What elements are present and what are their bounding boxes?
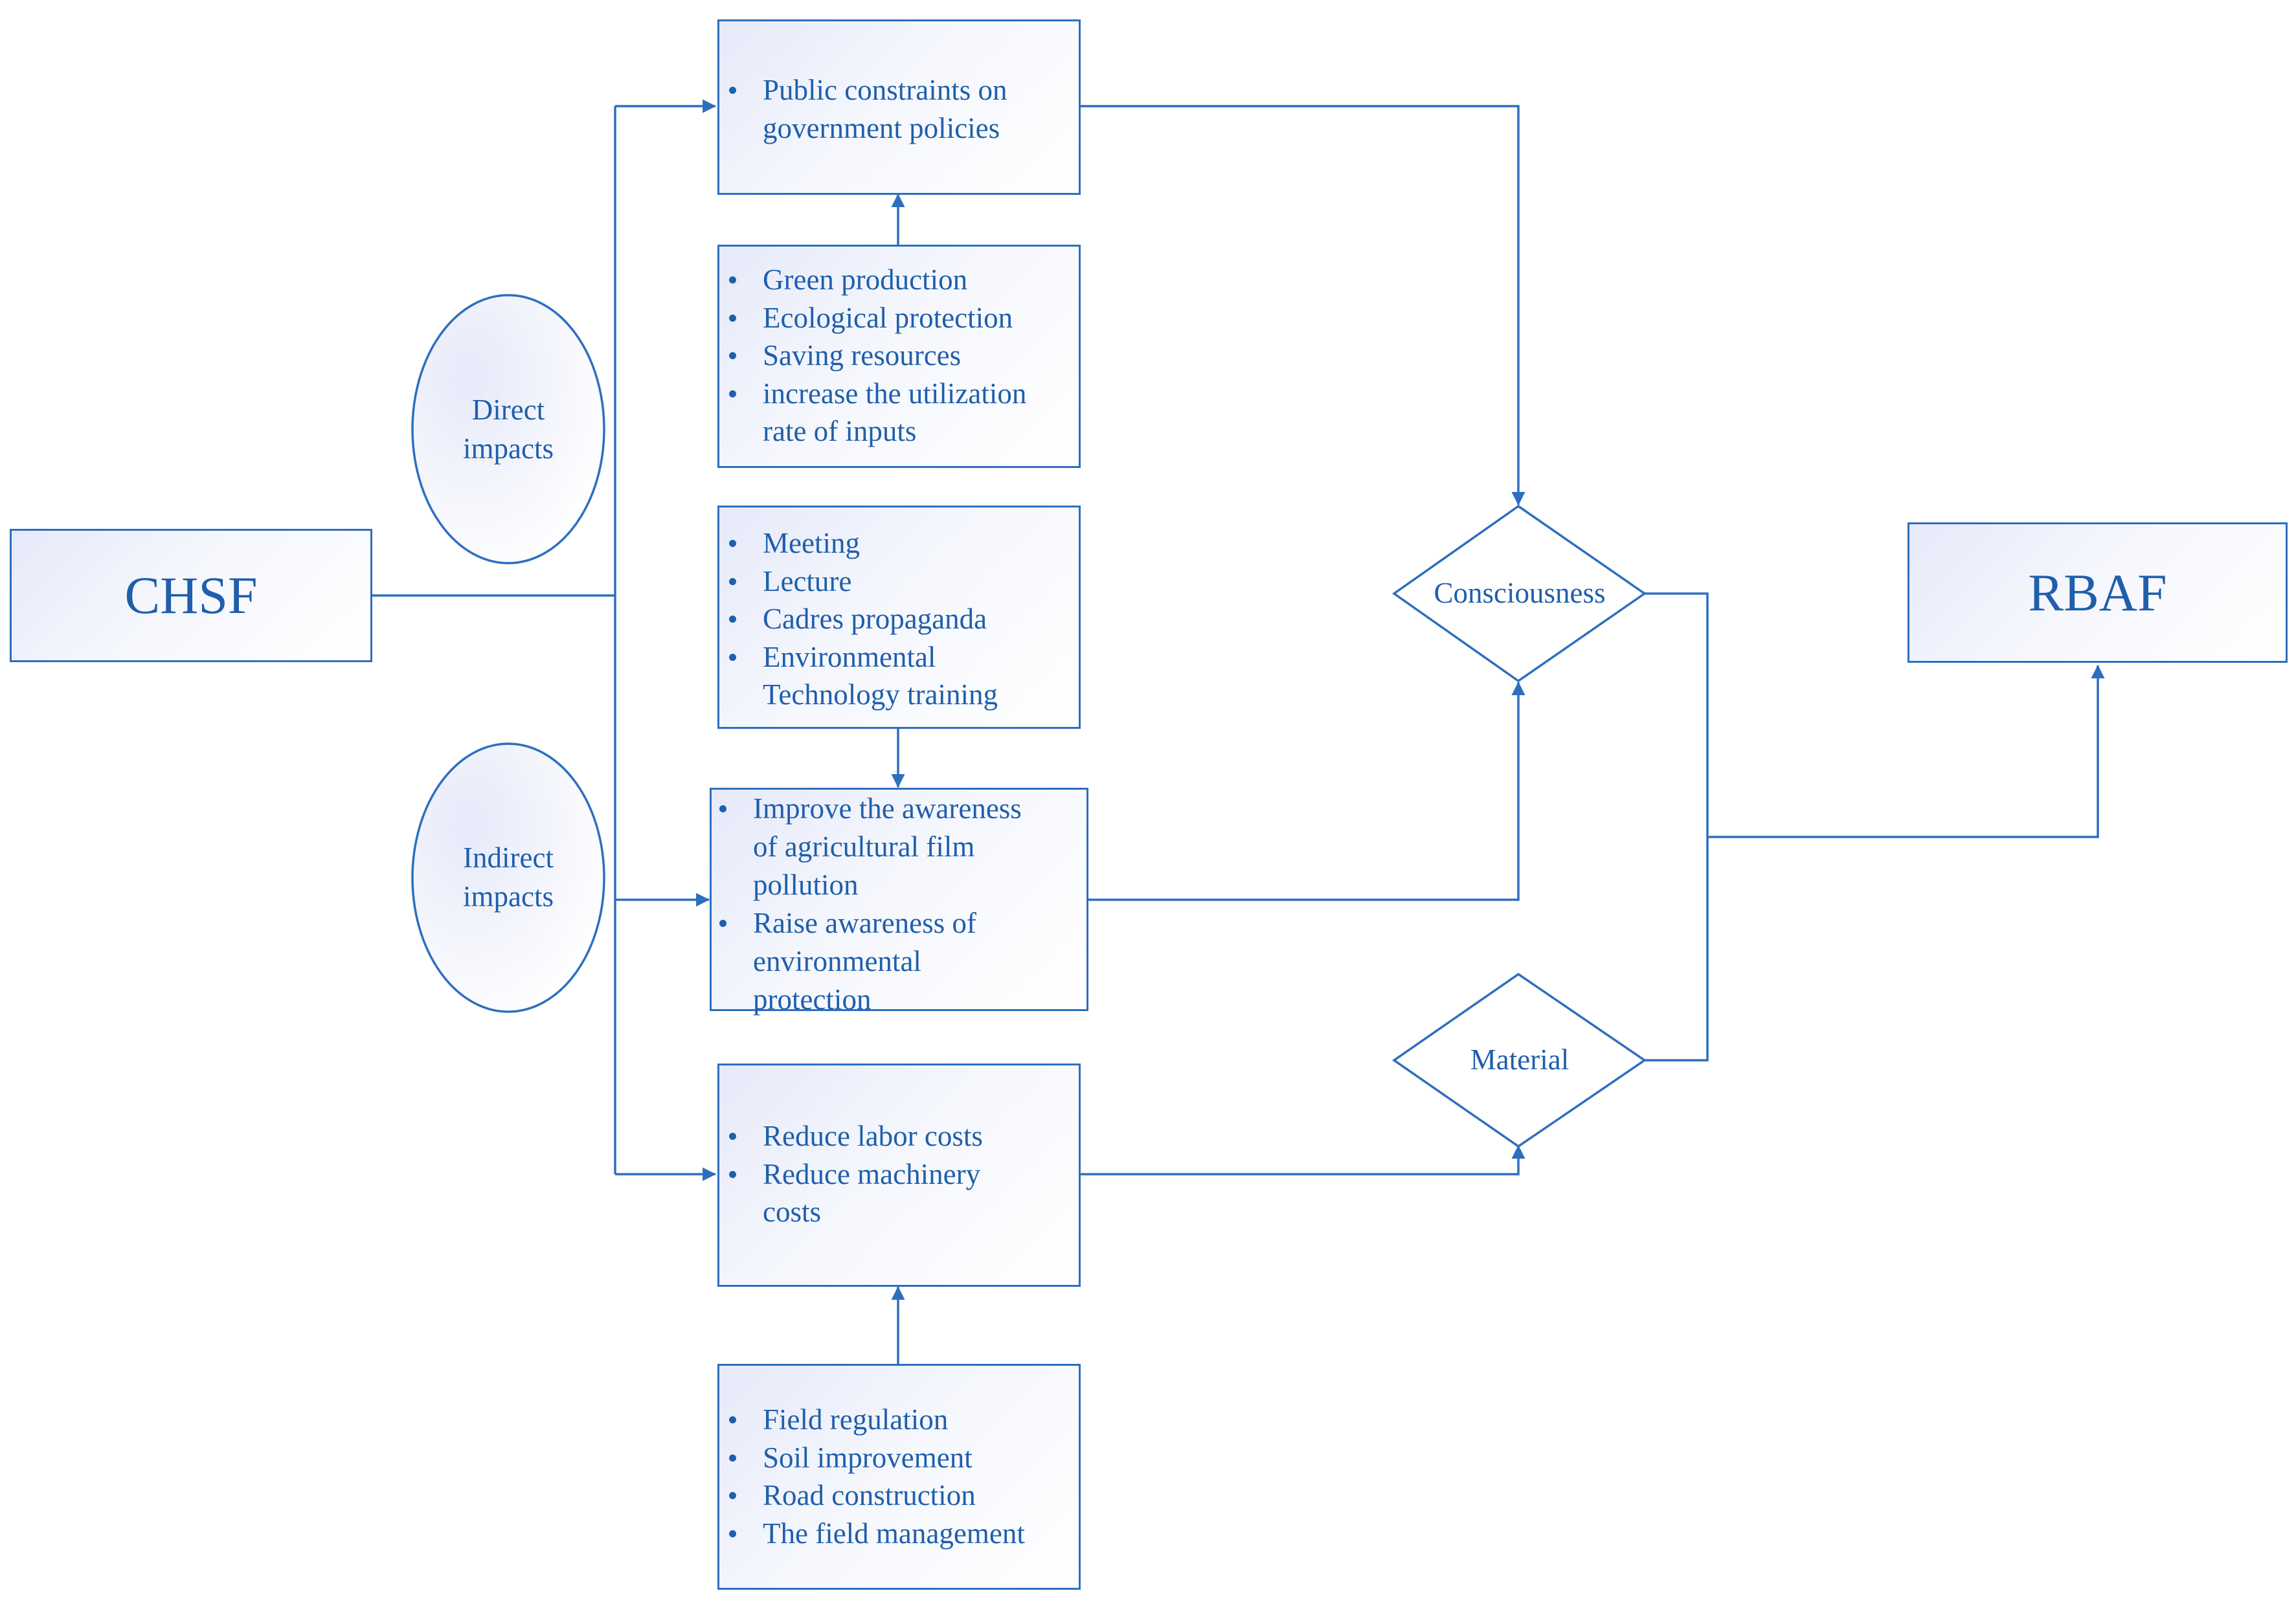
connector-to-rbaf (1707, 664, 2105, 838)
list-item: Ecological protection (719, 299, 1079, 337)
list-item: Field regulation (719, 1401, 1079, 1439)
connector-awareness-to-consciousness (1088, 681, 1525, 901)
indirect-impacts-label: Indirect impacts (424, 838, 592, 916)
cost-reduction-box: Reduce labor costs Reduce machinery cost… (717, 1064, 1081, 1287)
list-item: Lecture (719, 563, 1079, 601)
indirect-impacts-line-2: impacts (463, 880, 554, 913)
consciousness-label: Consciousness (1434, 577, 1605, 609)
public-constraints-box: Public constraints on government policie… (717, 19, 1081, 195)
list-item: Reduce machinery (719, 1155, 1079, 1194)
list-item: Environmental (719, 638, 1079, 676)
direct-impacts-line-1: Direct (471, 394, 545, 426)
list-item-continuation: government policies (763, 111, 1000, 144)
direct-impacts-label: Direct impacts (424, 390, 592, 468)
indirect-impacts-ellipse (411, 742, 605, 1013)
direct-impacts-ellipse (411, 294, 605, 564)
list-item-continuation: protection (753, 983, 872, 1016)
material-diamond (1391, 972, 1647, 1148)
list-item: The field management (719, 1515, 1079, 1553)
field-works-box: Field regulation Soil improvement Road c… (717, 1364, 1081, 1590)
green-practices-box: Green production Ecological protection S… (717, 245, 1081, 468)
list-item: Cadres propaganda (719, 600, 1079, 638)
rbaf-node: RBAF (1908, 522, 2288, 663)
connector-consciousness-out (1645, 592, 1709, 1062)
awareness-box: Improve the awareness of agricultural fi… (710, 788, 1088, 1016)
list-item: Reduce labor costs (719, 1117, 1079, 1155)
list-item: Soil improvement (719, 1439, 1079, 1477)
indirect-impacts-line-1: Indirect (463, 841, 554, 874)
chsf-label: CHSF (124, 566, 258, 625)
list-item-continuation: Technology training (763, 678, 998, 711)
consciousness-diamond (1391, 504, 1647, 683)
chsf-node: CHSF (10, 529, 372, 662)
list-item: Green production (719, 261, 1079, 299)
list-item: Road construction (719, 1476, 1079, 1515)
list-item: Raise awareness of (712, 904, 1086, 942)
list-item-continuation: costs (763, 1196, 821, 1228)
list-item-continuation: of agricultural film (753, 830, 975, 863)
list-item: Public constraints on (719, 71, 1079, 109)
list-item: Meeting (719, 524, 1079, 563)
list-item-continuation: pollution (753, 869, 859, 901)
connector-public-to-consciousness (1080, 105, 1525, 506)
connector-cost-to-material (1080, 1144, 1525, 1175)
publicity-box: Meeting Lecture Cadres propaganda Enviro… (717, 506, 1081, 729)
list-item: Improve the awareness (712, 790, 1086, 828)
list-item-continuation: rate of inputs (763, 415, 917, 447)
list-item-continuation: environmental (753, 945, 921, 977)
list-item: Saving resources (719, 337, 1079, 375)
list-item: increase the utilization (719, 375, 1079, 413)
material-label: Material (1470, 1043, 1569, 1076)
rbaf-label: RBAF (2028, 563, 2167, 622)
direct-impacts-line-2: impacts (463, 432, 554, 465)
